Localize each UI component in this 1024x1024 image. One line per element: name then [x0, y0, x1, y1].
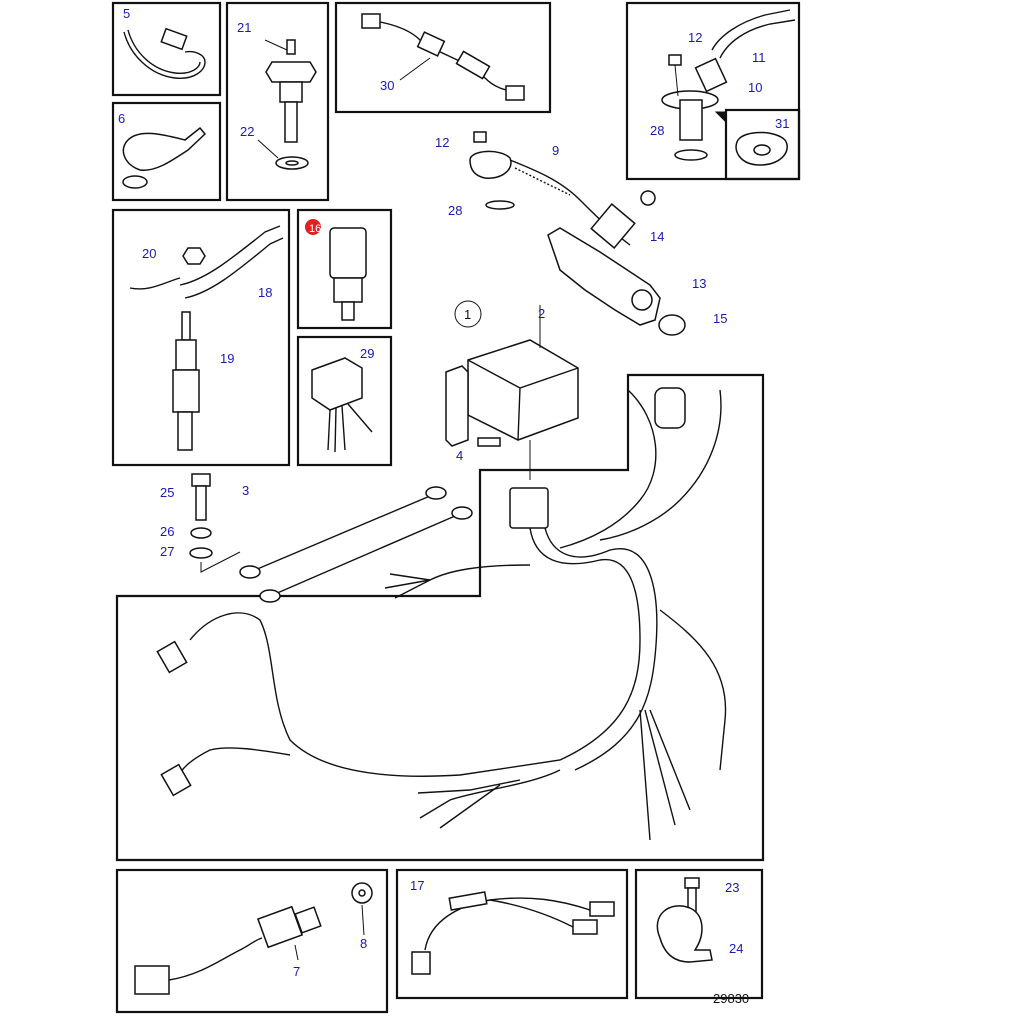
label-18: 18	[258, 285, 272, 300]
label-25: 25	[160, 485, 174, 500]
label-30: 30	[380, 78, 394, 93]
label-14: 14	[650, 229, 664, 244]
label-28-assembly: 28	[448, 203, 462, 218]
label-11: 11	[752, 50, 766, 65]
panel-glow-plug: 20 18 19	[111, 208, 291, 467]
label-21: 21	[237, 20, 251, 35]
panel-sender-with-plug: 7 8	[115, 868, 389, 1014]
bolt-washers: 25 26 27	[160, 473, 241, 573]
label-9: 9	[552, 143, 559, 158]
label-29: 29	[360, 346, 374, 361]
label-17: 17	[410, 878, 424, 893]
label-1: 1	[464, 307, 471, 322]
label-23: 23	[725, 880, 739, 895]
control-unit: 1 2 4	[445, 300, 579, 480]
label-19: 19	[220, 351, 234, 366]
sensor-bracket-assembly: 12 9 28 14 13 15	[435, 131, 727, 336]
panel-clip-bracket: 23 24	[634, 868, 764, 1000]
highlight-marker	[305, 219, 321, 235]
label-24: 24	[729, 941, 743, 956]
label-27: 27	[160, 544, 174, 559]
panel-temperature-sender: 21 22	[225, 1, 330, 202]
panel-cable-tie: 5	[111, 1, 222, 97]
label-12-assembly: 12	[435, 135, 449, 150]
label-26: 26	[160, 524, 174, 539]
label-20: 20	[142, 246, 156, 261]
label-7: 7	[293, 964, 300, 979]
panel-relay: 29	[296, 335, 393, 467]
label-6: 6	[118, 111, 125, 126]
label-13: 13	[692, 276, 706, 291]
label-5: 5	[123, 6, 130, 21]
label-28-top: 28	[650, 123, 664, 138]
label-15: 15	[713, 311, 727, 326]
label-31: 31	[775, 116, 789, 131]
main-harness-panel: 3 29830	[115, 373, 765, 1006]
label-8: 8	[360, 936, 367, 951]
label-12-top: 12	[688, 30, 702, 45]
panel-clamp: 6	[111, 101, 222, 202]
label-22: 22	[240, 124, 254, 139]
label-3: 3	[242, 483, 249, 498]
panel-speed-sensor: 12 11 10 28 31	[625, 1, 801, 181]
label-16: 16	[309, 223, 321, 235]
panel-pressure-switch: 16	[296, 208, 393, 330]
panel-y-harness: 17	[395, 868, 629, 1000]
panel-sensor-harness: 30	[334, 1, 552, 114]
label-2: 2	[538, 306, 545, 321]
label-10: 10	[748, 80, 762, 95]
label-4: 4	[456, 448, 463, 463]
